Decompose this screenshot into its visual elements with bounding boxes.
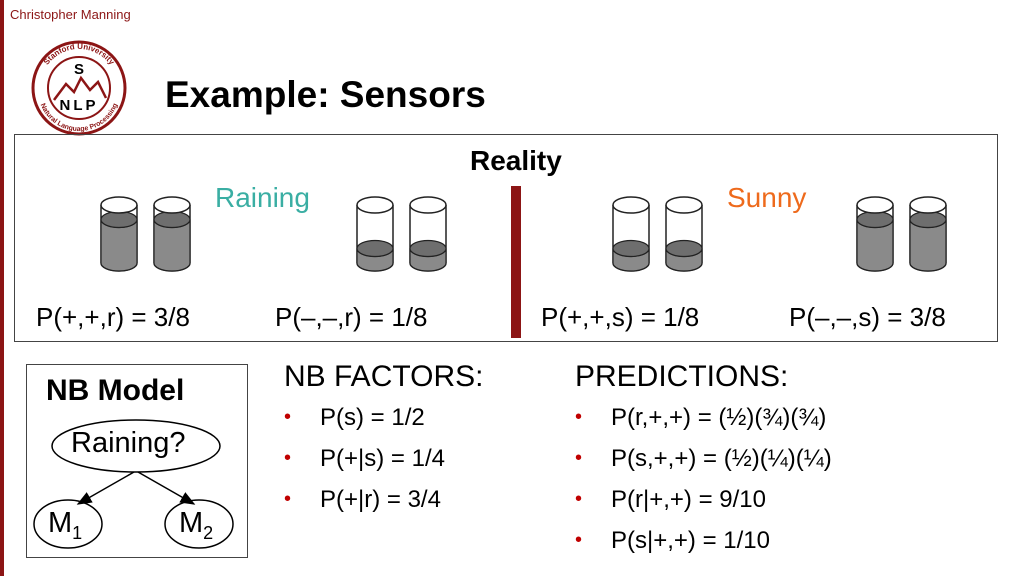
factors-title: NB FACTORS: xyxy=(284,360,484,393)
root-node xyxy=(51,419,221,473)
edge-to-m2 xyxy=(137,471,196,505)
factor-item: P(+|r) = 3/4 xyxy=(284,479,445,520)
author-name: Christopher Manning xyxy=(10,7,131,22)
reality-title: Reality xyxy=(470,145,562,176)
logo-center-bottom: NLP xyxy=(60,97,99,114)
stanford-nlp-logo: Stanford University Natural Language Pro… xyxy=(31,40,127,136)
factors-list: P(s) = 1/2 P(+|s) = 1/4 P(+|r) = 3/4 xyxy=(284,397,445,520)
sensor-cylinder xyxy=(100,196,138,277)
sensor-cylinder xyxy=(612,196,650,277)
sensor-cylinder xyxy=(153,196,191,277)
m1-node xyxy=(33,499,103,549)
reality-panel xyxy=(14,134,998,342)
left-accent-rule xyxy=(0,0,4,576)
prob-sun-minus: P(–,–,s) = 3/8 xyxy=(789,302,946,332)
raining-label: Raining xyxy=(215,182,310,213)
m2-node-label: M2 xyxy=(179,507,214,543)
predictions-title: PREDICTIONS: xyxy=(575,360,789,393)
predictions-list: P(r,+,+) = (½)(¾)(¾) P(s,+,+) = (½)(¼)(¼… xyxy=(575,397,832,561)
page-title: Example: Sensors xyxy=(165,74,486,115)
sensor-cylinder xyxy=(356,196,394,277)
nb-model-graph xyxy=(33,419,234,549)
factor-item: P(s) = 1/2 xyxy=(284,397,445,438)
sensor-cylinder xyxy=(856,196,894,277)
m2-node xyxy=(164,499,234,549)
prob-sun-plus: P(+,+,s) = 1/8 xyxy=(541,302,700,332)
prediction-item: P(s,+,+) = (½)(¼)(¼) xyxy=(575,438,832,479)
prediction-item: P(r,+,+) = (½)(¾)(¾) xyxy=(575,397,832,438)
edge-to-m1 xyxy=(76,471,135,505)
logo-center-top: S xyxy=(74,61,84,78)
prob-rain-plus: P(+,+,r) = 3/8 xyxy=(36,302,190,332)
sensor-cylinder xyxy=(665,196,703,277)
m1-node-label: M1 xyxy=(48,507,83,543)
prob-rain-minus: P(–,–,r) = 1/8 xyxy=(275,302,428,332)
factor-item: P(+|s) = 1/4 xyxy=(284,438,445,479)
sunny-label: Sunny xyxy=(727,182,807,213)
sensor-cylinder xyxy=(409,196,447,277)
nb-model-title: NB Model xyxy=(46,374,185,407)
prediction-item: P(r|+,+) = 9/10 xyxy=(575,479,832,520)
nb-model-panel xyxy=(26,364,248,558)
prediction-item: P(s|+,+) = 1/10 xyxy=(575,520,832,561)
root-node-label: Raining? xyxy=(71,427,186,459)
reality-divider xyxy=(511,186,521,338)
sensor-cylinder xyxy=(909,196,947,277)
